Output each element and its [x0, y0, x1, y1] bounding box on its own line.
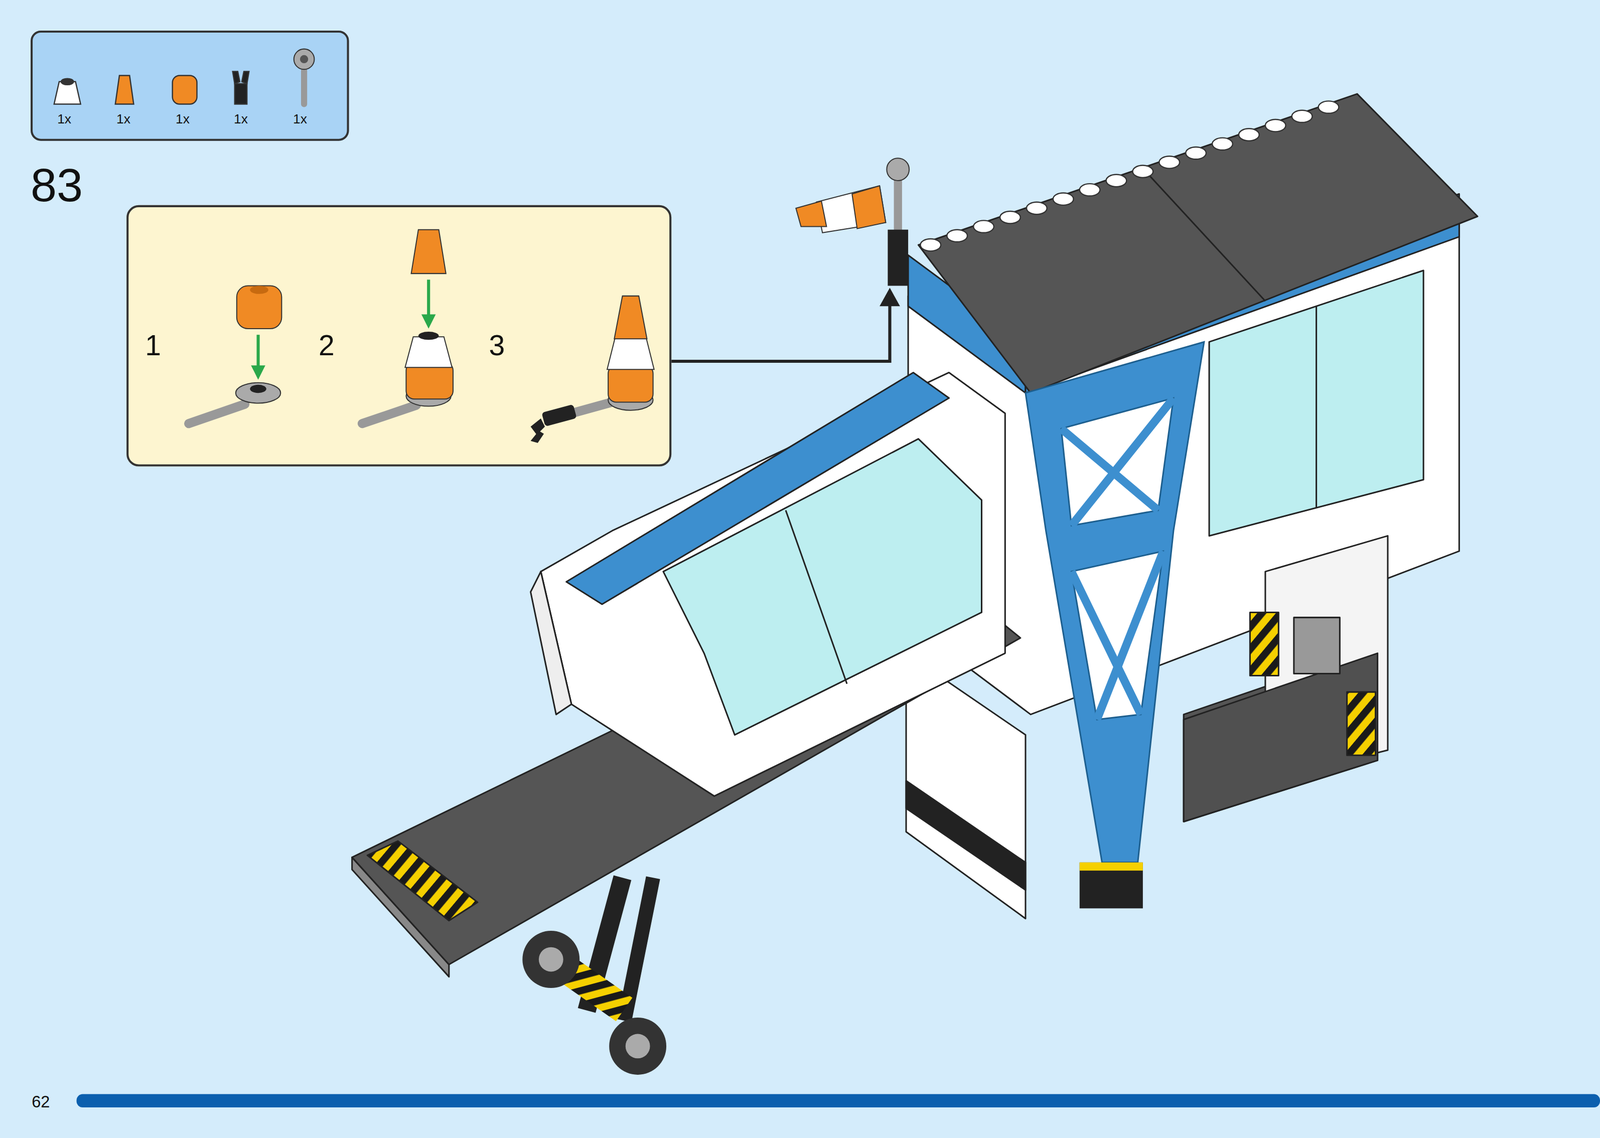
substep-number: 3	[489, 331, 506, 361]
substep-number: 1	[144, 331, 162, 361]
part-quantity: 1x	[116, 112, 131, 126]
substep-number: 2	[318, 331, 335, 361]
part-quantity: 1x	[293, 112, 308, 126]
part-quantity: 1x	[57, 112, 72, 126]
parts-list-panel: 1x 1x 1x 1x 1x	[30, 30, 350, 141]
substep-callout-box: 1 2 3	[126, 205, 672, 467]
part-quantity: 1x	[175, 112, 190, 126]
page-number: 62	[31, 1094, 50, 1111]
part-quantity: 1x	[233, 112, 248, 126]
step-number: 83	[30, 161, 83, 209]
